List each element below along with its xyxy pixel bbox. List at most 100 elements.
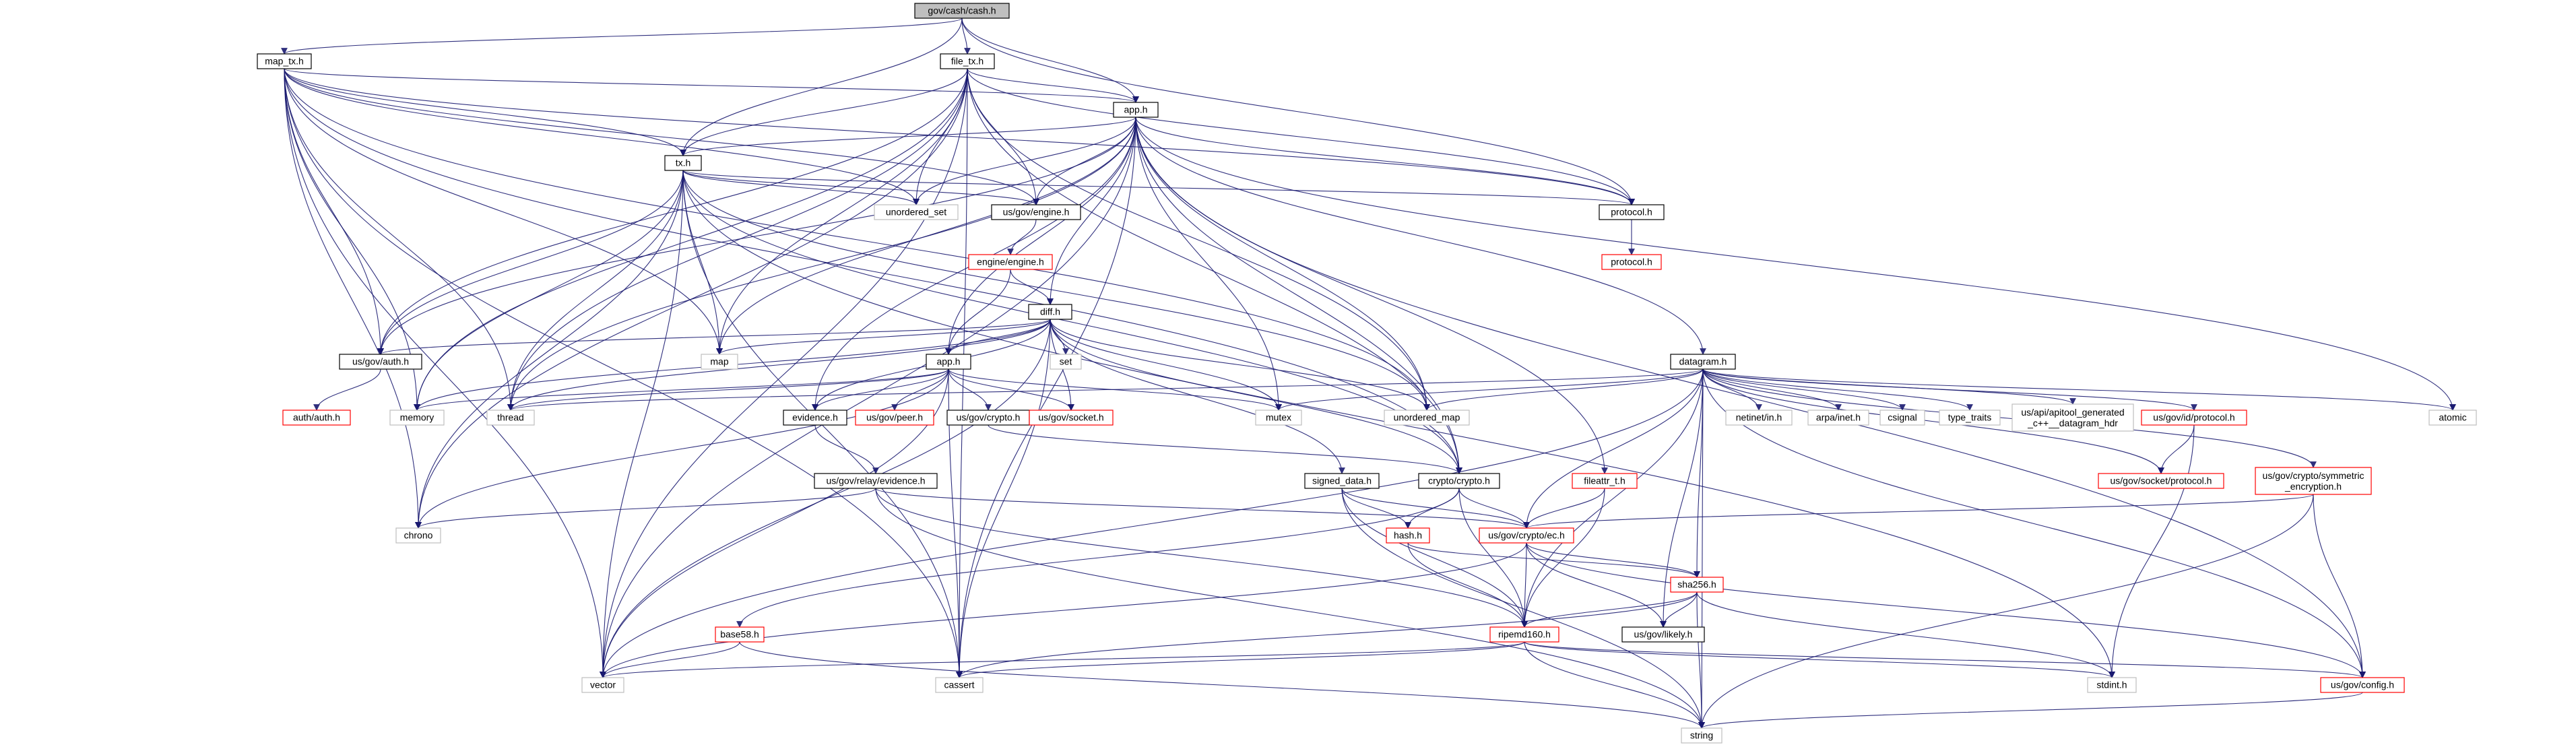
node-us-gov-socket-h-label: us/gov/socket.h xyxy=(1038,412,1103,423)
node-us-gov-crypto-h[interactable]: us/gov/crypto.h xyxy=(946,410,1030,426)
node-engine-engine-h-box[interactable] xyxy=(968,254,1053,270)
node-us-gov-crypto-symmetric-label: us/gov/crypto/symmetric_encryption.h xyxy=(2263,470,2364,492)
node-us-gov-crypto-symmetric[interactable]: us/gov/crypto/symmetric_encryption.h xyxy=(2255,467,2372,495)
node-map: map xyxy=(701,354,738,370)
node-auth-auth-h[interactable]: auth/auth.h xyxy=(282,410,351,426)
node-datagram-h[interactable]: datagram.h xyxy=(1670,354,1736,370)
edge-datagram-h-to-type-traits xyxy=(1702,368,1973,411)
node-fileattr-t-h-box[interactable] xyxy=(1572,473,1638,489)
node-protocol-h-box[interactable] xyxy=(1599,204,1665,220)
node-hash-h-box[interactable] xyxy=(1386,527,1430,544)
node-netinet-in-h-box xyxy=(1725,410,1793,426)
node-map-tx-h[interactable]: map_tx.h xyxy=(257,53,312,69)
node-us-gov-crypto-ec-h-box[interactable] xyxy=(1479,527,1574,544)
node-us-gov-likely-h[interactable]: us/gov/likely.h xyxy=(1621,626,1705,643)
node-protocol-h-red[interactable]: protocol.h xyxy=(1601,254,1662,270)
node-base58-h-label: base58.h xyxy=(720,629,759,640)
node-app-h[interactable]: app.h xyxy=(1113,102,1159,118)
edge-tx-h-to-vector xyxy=(600,170,684,678)
node-datagram-h-box[interactable] xyxy=(1670,354,1736,370)
node-app-h-box[interactable] xyxy=(1113,102,1159,118)
edge-app-h-to-app-h2 xyxy=(945,117,1136,355)
node-app-h2-box[interactable] xyxy=(926,354,971,370)
node-us-gov-socket-protocol-h-box[interactable] xyxy=(2098,473,2224,489)
node-arpa-inet-h-label: arpa/inet.h xyxy=(1816,412,1861,423)
node-evidence-h-box[interactable] xyxy=(783,410,847,426)
node-base58-h-box[interactable] xyxy=(715,626,765,643)
node-file-tx-h-label: file_tx.h xyxy=(951,56,984,67)
node-us-gov-engine-h-box[interactable] xyxy=(991,204,1081,220)
edge-us-gov-crypto-ec-h-to-us-gov-likely-h xyxy=(1526,542,1667,628)
edge-engine-engine-h-to-app-h2 xyxy=(945,269,1011,355)
node-diff-h[interactable]: diff.h xyxy=(1028,304,1072,320)
node-us-gov-crypto-ec-h[interactable]: us/gov/crypto/ec.h xyxy=(1479,527,1574,544)
edge-cash-h-to-tx-h xyxy=(680,18,963,156)
edge-sha256-h-to-cassert xyxy=(956,591,1698,678)
node-diff-h-box[interactable] xyxy=(1028,304,1072,320)
node-us-gov-id-protocol-h[interactable]: us/gov/id/protocol.h xyxy=(2141,410,2247,426)
node-us-gov-id-protocol-h-box[interactable] xyxy=(2141,410,2247,426)
edge-us-gov-crypto-symmetric-to-us-gov-crypto-ec-h xyxy=(1523,494,2314,529)
node-crypto-crypto-h-label: crypto/crypto.h xyxy=(1428,476,1490,486)
node-protocol-h[interactable]: protocol.h xyxy=(1599,204,1665,220)
node-ripemd160-h[interactable]: ripemd160.h xyxy=(1489,626,1559,643)
node-us-gov-config-h-box[interactable] xyxy=(2320,677,2405,693)
node-tx-h-box[interactable] xyxy=(664,155,702,171)
node-us-gov-engine-h[interactable]: us/gov/engine.h xyxy=(991,204,1081,220)
node-us-api-apitool-label-line: us/api/apitool_generated xyxy=(2021,407,2124,418)
node-signed-data-h[interactable]: signed_data.h xyxy=(1304,473,1380,489)
edge-diff-h-to-vector xyxy=(600,319,1051,678)
node-map-tx-h-box[interactable] xyxy=(257,53,312,69)
node-us-gov-config-h[interactable]: us/gov/config.h xyxy=(2320,677,2405,693)
node-auth-auth-h-box[interactable] xyxy=(282,410,351,426)
edge-base58-h-to-vector xyxy=(600,641,740,678)
node-us-gov-socket-protocol-h[interactable]: us/gov/socket/protocol.h xyxy=(2098,473,2224,489)
edge-diff-h-to-crypto-crypto-h xyxy=(1050,319,1462,474)
node-evidence-h[interactable]: evidence.h xyxy=(783,410,847,426)
node-us-gov-peer-h-box[interactable] xyxy=(855,410,934,426)
edge-map-tx-h-to-protocol-h xyxy=(284,68,1635,205)
node-engine-engine-h-label: engine/engine.h xyxy=(977,257,1044,267)
node-fileattr-t-h[interactable]: fileattr_t.h xyxy=(1572,473,1638,489)
node-unordered-set-box xyxy=(874,204,959,220)
node-protocol-h-red-box[interactable] xyxy=(1601,254,1662,270)
node-crypto-crypto-h[interactable]: crypto/crypto.h xyxy=(1418,473,1500,489)
node-engine-engine-h[interactable]: engine/engine.h xyxy=(968,254,1053,270)
node-hash-h-label: hash.h xyxy=(1394,530,1422,541)
node-us-gov-auth-h[interactable]: us/gov/auth.h xyxy=(339,354,422,370)
node-crypto-crypto-h-box[interactable] xyxy=(1418,473,1500,489)
node-signed-data-h-box[interactable] xyxy=(1304,473,1380,489)
node-us-gov-socket-h-box[interactable] xyxy=(1029,410,1114,426)
edge-map-tx-h-to-chrono xyxy=(284,68,422,529)
edge-signed-data-h-to-string xyxy=(1341,488,1705,729)
node-us-gov-peer-h[interactable]: us/gov/peer.h xyxy=(855,410,934,426)
node-us-gov-relay-evidence-h-label: us/gov/relay/evidence.h xyxy=(826,476,925,486)
edge-us-gov-crypto-ec-h-to-us-gov-config-h xyxy=(1526,542,2366,678)
node-cash-h-label: gov/cash/cash.h xyxy=(928,5,996,16)
node-app-h-label: app.h xyxy=(1124,104,1147,115)
node-us-gov-relay-evidence-h-box[interactable] xyxy=(814,473,938,489)
node-datagram-h-label: datagram.h xyxy=(1679,356,1727,367)
edge-app-h-to-us-gov-auth-h xyxy=(377,117,1136,355)
node-sha256-h-box[interactable] xyxy=(1670,577,1724,593)
node-unordered-set: unordered_set xyxy=(874,204,959,220)
node-hash-h[interactable]: hash.h xyxy=(1386,527,1430,544)
edge-signed-data-h-to-hash-h xyxy=(1341,488,1411,529)
node-ripemd160-h-box[interactable] xyxy=(1489,626,1559,643)
edge-app-h2-to-thread xyxy=(507,368,949,411)
node-base58-h[interactable]: base58.h xyxy=(715,626,765,643)
node-us-gov-socket-h[interactable]: us/gov/socket.h xyxy=(1029,410,1114,426)
node-sha256-h[interactable]: sha256.h xyxy=(1670,577,1724,593)
node-app-h2[interactable]: app.h xyxy=(926,354,971,370)
node-stdint-h-label: stdint.h xyxy=(2096,680,2127,690)
node-us-gov-auth-h-box[interactable] xyxy=(339,354,422,370)
node-us-gov-crypto-symmetric-box[interactable] xyxy=(2255,467,2372,495)
node-file-tx-h[interactable]: file_tx.h xyxy=(940,53,995,69)
node-file-tx-h-box[interactable] xyxy=(940,53,995,69)
node-us-gov-likely-h-box[interactable] xyxy=(1621,626,1705,643)
edge-us-gov-relay-evidence-h-to-chrono xyxy=(415,488,876,529)
node-tx-h[interactable]: tx.h xyxy=(664,155,702,171)
edge-us-gov-crypto-symmetric-to-us-gov-config-h xyxy=(2313,494,2366,678)
node-us-gov-relay-evidence-h[interactable]: us/gov/relay/evidence.h xyxy=(814,473,938,489)
edge-map-tx-h-to-thread xyxy=(284,68,514,411)
